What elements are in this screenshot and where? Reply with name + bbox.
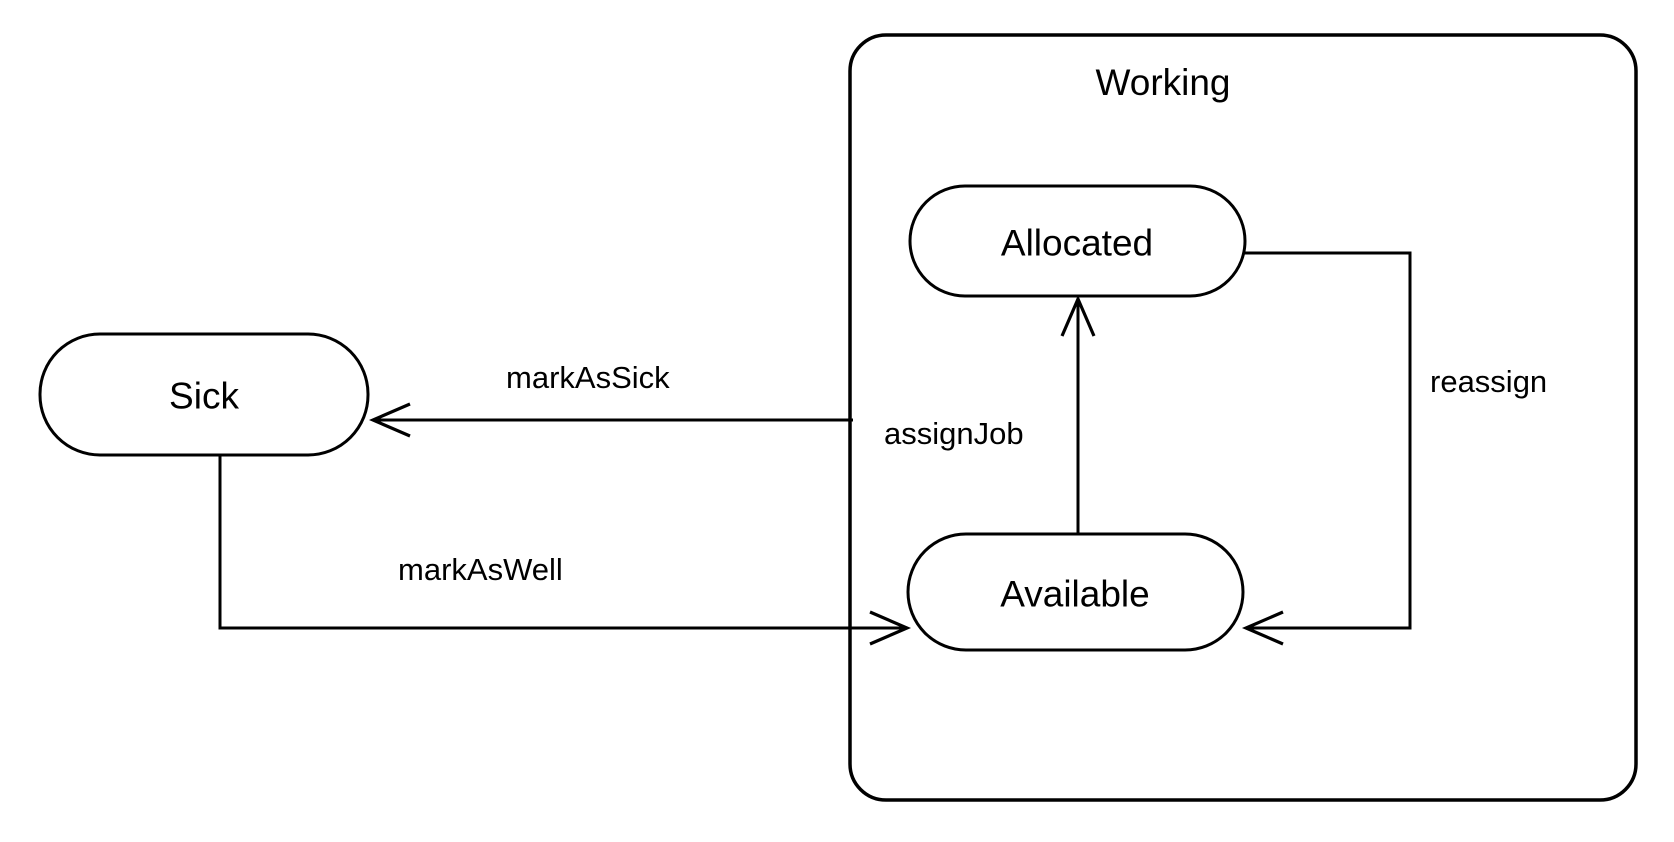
state-node-available[interactable]: Available [906,532,1245,652]
transition-assignjob-arrowhead-icon [1060,294,1096,337]
transition-markaswell-arrowhead-icon [869,610,912,646]
transition-markaswell[interactable]: markAsWell [218,456,912,646]
transition-assignjob-label: assignJob [884,416,1024,451]
state-node-allocated-label: Allocated [1001,223,1153,264]
transition-markassick-label: markAsSick [506,360,670,395]
composite-state-working-label: Working [1095,62,1230,103]
transition-reassign-arrowhead-icon [1241,610,1284,646]
state-node-sick-label: Sick [169,376,239,417]
state-node-allocated[interactable]: Allocated [908,184,1247,298]
state-node-allocated-shape [908,184,1247,298]
transition-reassign[interactable]: reassign [1241,251,1547,646]
transition-markassick[interactable]: markAsSick [368,360,853,438]
state-node-sick-shape [38,332,370,457]
transition-assignjob[interactable]: assignJob [884,294,1096,534]
transition-reassign-label: reassign [1430,364,1547,399]
transition-markaswell-line [218,456,906,630]
state-node-available-label: Available [1000,574,1149,615]
transition-reassign-line [1243,251,1412,630]
state-node-sick[interactable]: Sick [38,332,370,457]
transition-markassick-arrowhead-icon [368,402,411,438]
state-node-available-shape [906,532,1245,652]
transition-markaswell-label: markAsWell [398,552,563,587]
